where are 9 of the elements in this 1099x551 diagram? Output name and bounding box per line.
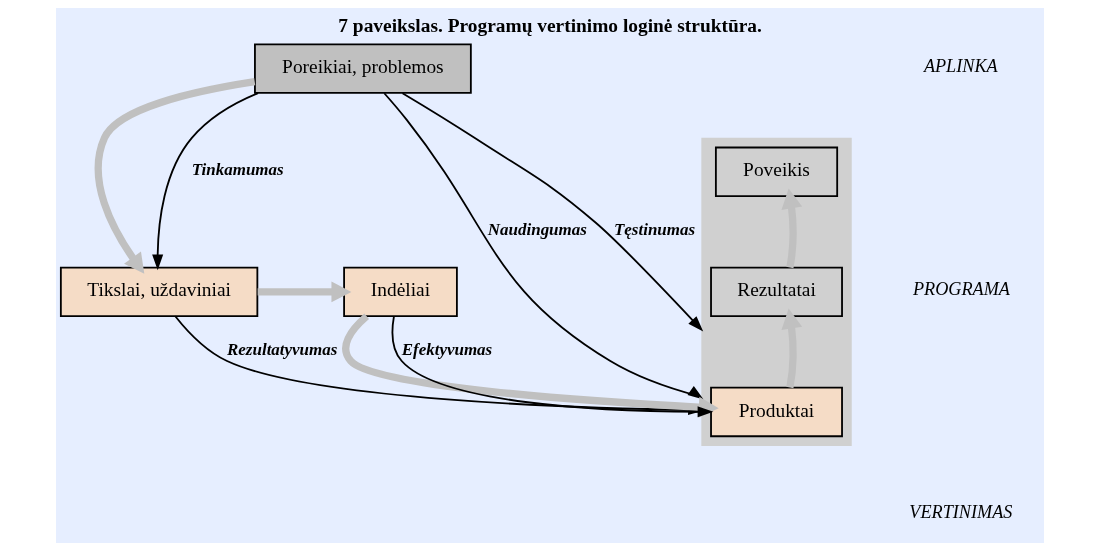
edge-label: Naudingumas bbox=[487, 220, 587, 240]
label: APLINKA bbox=[923, 55, 998, 76]
edge-label: Tinkamumas bbox=[191, 160, 284, 180]
edge-label: Tęstinumas bbox=[613, 220, 695, 240]
label: VERTINIMAS bbox=[908, 501, 1012, 522]
label: PROGRAMA bbox=[912, 278, 1010, 299]
edge-label: Efektyvumas bbox=[401, 340, 492, 360]
diagram-title: 7 paveikslas. Programų vertinimo loginė struktūra. bbox=[337, 15, 762, 37]
edge-label: Rezultatyvumas bbox=[226, 340, 337, 360]
